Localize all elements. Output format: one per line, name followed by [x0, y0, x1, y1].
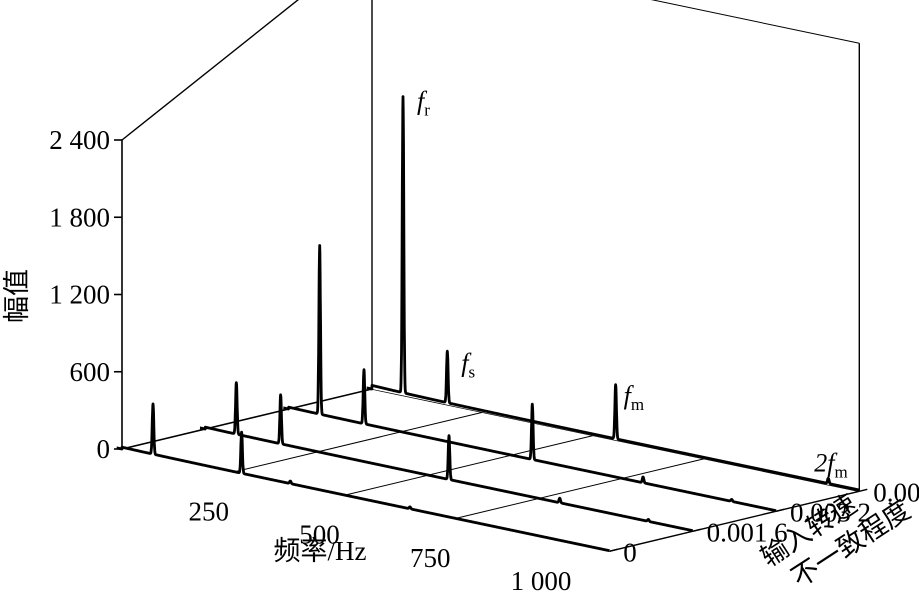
- frequency-tick-label-1: 500: [299, 520, 340, 550]
- frequency-gridline-0: [232, 411, 483, 473]
- peak-annotation-0: fr: [417, 86, 430, 119]
- peak-annotation-subscript-1: s: [469, 362, 476, 381]
- series-line-3: [365, 95, 861, 492]
- series-line-0: [115, 402, 611, 552]
- depth-tick-mark-3: [859, 488, 868, 492]
- amplitude-axis: 0 600 1 200 1 800 2 400: [49, 125, 122, 464]
- frequency-gridline-2: [454, 458, 705, 520]
- peak-annotation-3: 2fm: [814, 449, 847, 482]
- peak-annotation-1: fs: [461, 348, 475, 381]
- x-axis-label: 频率/Hz: [274, 536, 367, 566]
- depth-axis-line: [121, 388, 373, 450]
- y-axis-label: 幅值: [2, 269, 32, 323]
- spectrum-traces: [115, 95, 861, 552]
- amplitude-tick-label-2: 1 200: [49, 280, 110, 310]
- amplitude-tick-label-1: 600: [70, 357, 111, 387]
- depth-tick-label-3: 0.004 8: [873, 477, 919, 507]
- back-wall-top-edge: [650, 0, 860, 44]
- peak-annotation-subscript-0: r: [424, 100, 430, 119]
- floor-right-edge: [609, 490, 860, 552]
- trace-mask-2: [283, 245, 776, 512]
- side-wall-top-edge: [121, 0, 299, 141]
- amplitude-tick-label-0: 0: [97, 434, 111, 464]
- depth-tick-mark-2: [775, 508, 785, 512]
- peak-annotations: fr fs fm 2fm: [417, 86, 848, 481]
- frequency-tick-label-2: 750: [410, 543, 451, 573]
- speed-inconsistency-axis: 0 0.001 60.003 20.004 8: [609, 477, 919, 567]
- chart-frame: [121, 0, 860, 552]
- amplitude-tick-label-4: 2 400: [49, 125, 110, 155]
- series-line-2: [282, 244, 778, 513]
- frequency-axis: 250 500 750 1 000: [189, 496, 572, 593]
- peak-annotation-subscript-2: m: [631, 395, 644, 414]
- depth-tick-mark-0: [609, 548, 618, 552]
- frequency-tick-label-0: 250: [189, 496, 230, 526]
- depth-tick-label-2: 0.003 2: [790, 497, 871, 527]
- frequency-tick-label-3: 1 000: [511, 566, 572, 593]
- amplitude-tick-label-3: 1 800: [49, 202, 110, 232]
- depth-tick-mark-1: [692, 528, 701, 532]
- peak-annotation-2: fm: [624, 381, 644, 414]
- frequency-gridline-1: [343, 435, 594, 496]
- peak-annotation-subscript-3: m: [835, 463, 848, 482]
- frequency-gridlines: [232, 411, 705, 520]
- depth-tick-label-1: 0.001 6: [707, 517, 788, 547]
- series-line-1: [198, 381, 694, 532]
- depth-tick-label-0: 0: [623, 537, 637, 567]
- trace-mask-0: [116, 403, 610, 552]
